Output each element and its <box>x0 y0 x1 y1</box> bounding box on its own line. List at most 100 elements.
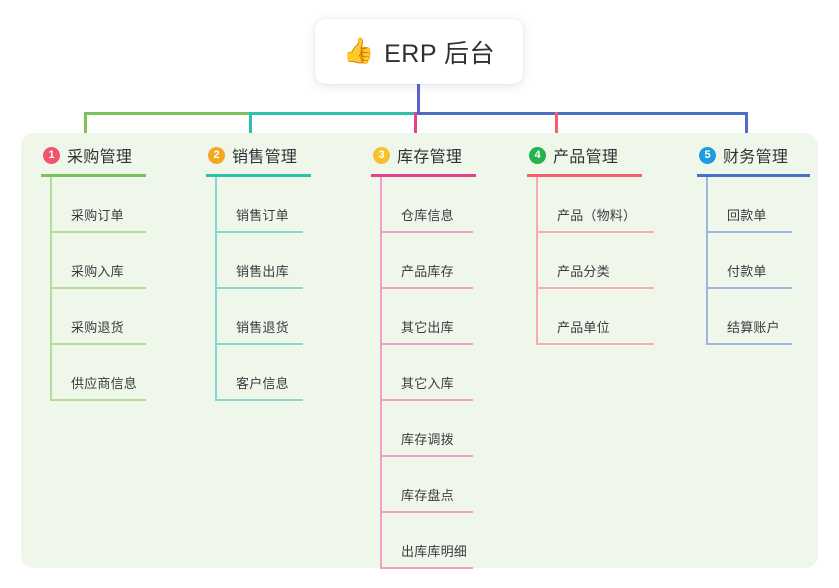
branch-number-badge: 2 <box>208 146 225 164</box>
root-title: ERP 后台 <box>384 39 496 68</box>
branch-leaf-item[interactable]: 产品分类 <box>527 233 654 289</box>
thumbs-up-icon: 👍 <box>342 37 375 65</box>
branch-leaf-item[interactable]: 库存盘点 <box>371 457 476 513</box>
branch-leaf-item[interactable]: 出库库明细 <box>371 513 476 569</box>
branch-drop-connector-5 <box>745 112 748 142</box>
leaf-underline <box>50 399 146 401</box>
branch-number-badge: 5 <box>699 146 716 164</box>
leaf-label: 销售订单 <box>236 208 289 223</box>
branch-number-badge: 4 <box>529 146 546 164</box>
leaf-underline <box>380 511 473 513</box>
leaf-label: 采购订单 <box>71 208 124 223</box>
branch-leaf-item[interactable]: 销售退货 <box>206 289 311 345</box>
branch-spine-connector <box>215 177 217 401</box>
branch-leaf-item[interactable]: 其它入库 <box>371 345 476 401</box>
leaf-label: 产品库存 <box>401 264 454 279</box>
leaf-label: 出库库明细 <box>401 544 468 559</box>
leaf-underline <box>380 455 473 457</box>
branch-header-采购管理[interactable]: 1 采购管理 <box>41 142 146 168</box>
leaf-label: 客户信息 <box>236 376 289 391</box>
branch-header-销售管理[interactable]: 2 销售管理 <box>206 142 311 168</box>
leaf-underline <box>380 567 473 569</box>
leaf-underline <box>380 287 473 289</box>
branch-title: 销售管理 <box>232 149 298 166</box>
branch-drop-connector-4 <box>555 112 558 142</box>
leaf-label: 结算账户 <box>727 320 780 335</box>
leaf-underline <box>215 343 303 345</box>
branch-leaf-item[interactable]: 产品（物料） <box>527 177 654 233</box>
bus-segment-4 <box>418 112 748 115</box>
branch-column-财务管理: 5 财务管理回款单付款单结算账户 <box>697 142 810 345</box>
branch-leaf-item[interactable]: 客户信息 <box>206 345 311 401</box>
branch-leaf-item[interactable]: 销售订单 <box>206 177 311 233</box>
leaf-label: 采购退货 <box>71 320 124 335</box>
leaf-underline <box>215 399 303 401</box>
branch-leaf-item[interactable]: 产品单位 <box>527 289 654 345</box>
branch-leaf-item[interactable]: 销售出库 <box>206 233 311 289</box>
leaf-underline <box>215 231 303 233</box>
root-stem-connector <box>417 84 420 113</box>
leaf-underline <box>706 287 792 289</box>
branch-header-库存管理[interactable]: 3 库存管理 <box>371 142 476 168</box>
branch-title: 采购管理 <box>67 149 133 166</box>
leaf-label: 产品（物料） <box>557 208 637 223</box>
bus-segment-2 <box>249 112 414 115</box>
branch-column-销售管理: 2 销售管理销售订单销售出库销售退货客户信息 <box>206 142 311 401</box>
branch-drop-connector-1 <box>84 112 87 142</box>
leaf-underline <box>50 343 146 345</box>
branch-underline <box>527 174 642 177</box>
branches-panel <box>21 133 818 568</box>
branch-leaf-item[interactable]: 采购退货 <box>41 289 146 345</box>
branch-items: 仓库信息产品库存其它出库其它入库库存调拨库存盘点出库库明细 <box>371 177 476 569</box>
branch-spine-connector <box>706 177 708 345</box>
leaf-label: 其它出库 <box>401 320 454 335</box>
branch-leaf-item[interactable]: 供应商信息 <box>41 345 146 401</box>
branch-number-badge: 3 <box>373 146 390 164</box>
branch-leaf-item[interactable]: 付款单 <box>697 233 810 289</box>
leaf-label: 供应商信息 <box>71 376 138 391</box>
branch-spine-connector <box>536 177 538 345</box>
leaf-underline <box>380 343 473 345</box>
branch-underline <box>697 174 810 177</box>
leaf-underline <box>380 399 473 401</box>
branch-leaf-item[interactable]: 回款单 <box>697 177 810 233</box>
leaf-label: 库存调拨 <box>401 432 454 447</box>
branch-drop-connector-2 <box>249 112 252 142</box>
leaf-label: 销售出库 <box>236 264 289 279</box>
branch-underline <box>206 174 311 177</box>
leaf-underline <box>50 231 146 233</box>
branch-leaf-item[interactable]: 结算账户 <box>697 289 810 345</box>
leaf-underline <box>536 231 654 233</box>
branch-leaf-item[interactable]: 采购订单 <box>41 177 146 233</box>
leaf-label: 库存盘点 <box>401 488 454 503</box>
leaf-label: 其它入库 <box>401 376 454 391</box>
branch-items: 回款单付款单结算账户 <box>697 177 810 345</box>
leaf-label: 产品单位 <box>557 320 610 335</box>
branch-spine-connector <box>380 177 382 569</box>
branch-header-财务管理[interactable]: 5 财务管理 <box>697 142 810 168</box>
leaf-underline <box>50 287 146 289</box>
branch-leaf-item[interactable]: 其它出库 <box>371 289 476 345</box>
leaf-underline <box>706 231 792 233</box>
leaf-label: 销售退货 <box>236 320 289 335</box>
leaf-underline <box>706 343 792 345</box>
branch-leaf-item[interactable]: 产品库存 <box>371 233 476 289</box>
leaf-label: 采购入库 <box>71 264 124 279</box>
branch-leaf-item[interactable]: 采购入库 <box>41 233 146 289</box>
branch-column-库存管理: 3 库存管理仓库信息产品库存其它出库其它入库库存调拨库存盘点出库库明细 <box>371 142 476 569</box>
branch-number-badge: 1 <box>43 146 60 164</box>
branch-leaf-item[interactable]: 仓库信息 <box>371 177 476 233</box>
branch-title: 财务管理 <box>723 149 789 166</box>
leaf-label: 付款单 <box>727 264 767 279</box>
root-node[interactable]: 👍 ERP 后台 <box>315 19 523 84</box>
branch-leaf-item[interactable]: 库存调拨 <box>371 401 476 457</box>
branch-underline <box>41 174 146 177</box>
branch-column-采购管理: 1 采购管理采购订单采购入库采购退货供应商信息 <box>41 142 146 401</box>
leaf-underline <box>536 343 654 345</box>
leaf-underline <box>380 231 473 233</box>
branch-items: 产品（物料） 产品分类产品单位 <box>527 177 654 345</box>
branch-title: 库存管理 <box>397 149 463 166</box>
